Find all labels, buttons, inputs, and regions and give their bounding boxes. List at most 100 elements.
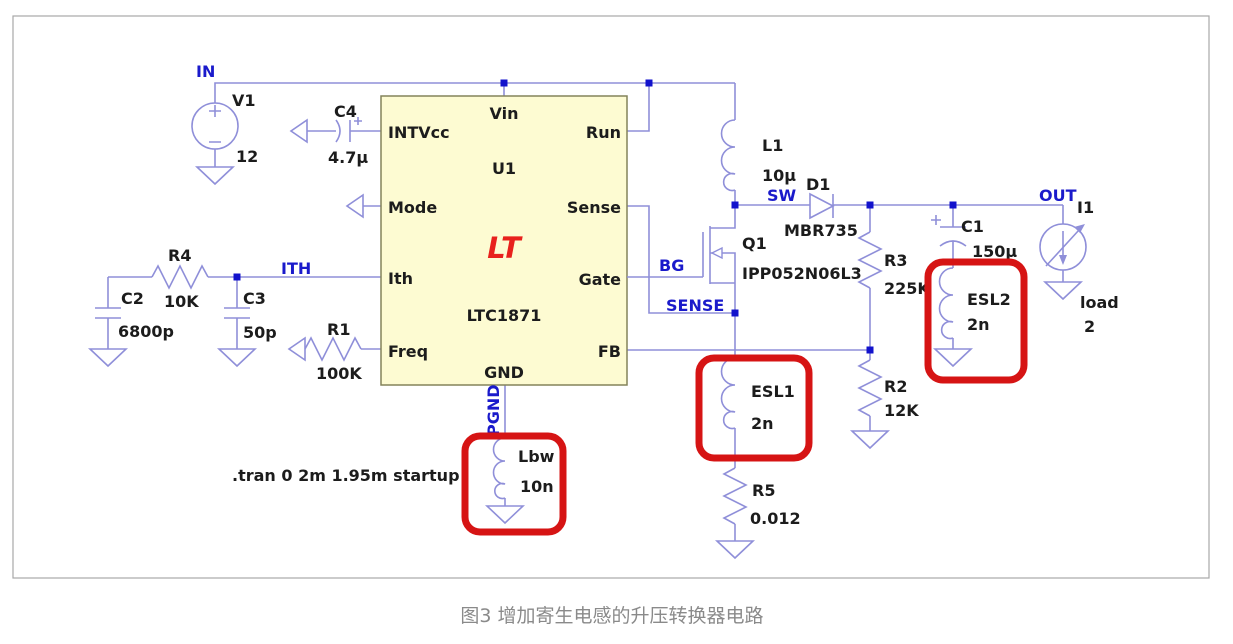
l1-refdes: L1 [762, 136, 783, 155]
c2-refdes: C2 [121, 289, 144, 308]
ground-icon [289, 118, 308, 144]
current-source-i1: OUT I1 load 2 [1039, 186, 1119, 336]
highlight-box-esl2 [924, 258, 1028, 384]
resistor-symbol [857, 359, 883, 417]
net-label-sw: SW [767, 186, 797, 205]
spice-directive: .tran 0 2m 1.95m startup [232, 466, 460, 485]
net-label-pgnd: PGND [484, 384, 503, 436]
i1-value-line2: 2 [1084, 317, 1095, 336]
net-label-ith: ITH [281, 259, 311, 278]
q1-refdes: Q1 [742, 234, 767, 253]
c4-refdes: C4 [334, 102, 357, 121]
c1-refdes: C1 [961, 217, 984, 236]
d1-refdes: D1 [806, 175, 830, 194]
highlight-box-esl1 [695, 354, 813, 462]
esl2-value: 2n [967, 315, 990, 334]
capacitor-c2: C2 6800p [87, 289, 174, 368]
net-label-sense: SENSE [666, 296, 724, 315]
wire-segments [107, 82, 1064, 541]
resistor-r5: R5 0.012 [714, 467, 801, 560]
ic-pin-ith: Ith [388, 269, 413, 288]
c1-value: 150µ [972, 242, 1017, 261]
ic-body [380, 95, 628, 386]
v1-value: 12 [236, 147, 258, 166]
cap-symbol [95, 307, 121, 319]
ic-pin-vin: Vin [490, 104, 519, 123]
ic-pin-gnd: GND [484, 363, 524, 382]
figure-caption: 图3 增加寄生电感的升压转换器电路 [460, 605, 763, 627]
current-arrowhead-icon [1059, 255, 1067, 265]
mosfet-q1: Q1 IPP052N06L3 [627, 205, 862, 313]
esl1-refdes: ESL1 [751, 382, 795, 401]
resistor-symbol [722, 467, 748, 525]
ground-icon [714, 540, 756, 560]
resistor-r2: R2 12K [849, 359, 919, 450]
d1-value: MBR735 [784, 221, 858, 240]
polarized-cap-symbol [335, 117, 362, 143]
c3-value: 50p [243, 323, 277, 342]
r4-refdes: R4 [168, 246, 191, 265]
polarity-marks [209, 105, 221, 143]
voltage-source-v1: V1 12 IN [191, 62, 258, 186]
inductor-symbol [938, 267, 954, 340]
inductor-esl1: ESL1 2n [720, 357, 795, 433]
net-label-out: OUT [1039, 186, 1077, 205]
r5-value: 0.012 [750, 509, 801, 528]
ic-pin-sense: Sense [567, 198, 621, 217]
wire-junctions [233, 79, 957, 354]
resistor-r4: R4 10K [151, 246, 209, 311]
diode-d1: D1 MBR735 [784, 175, 858, 240]
net-label-bg: BG [659, 256, 684, 275]
ic-part-number: LTC1871 [467, 306, 542, 325]
ic-pin-fb: FB [598, 342, 621, 361]
mode-ground-icon [345, 193, 364, 219]
q1-value: IPP052N06L3 [742, 264, 862, 283]
ic-u1-ltc1871: Vin INTVcc Run U1 Mode Sense LT Ith Gate… [380, 95, 628, 386]
v1-refdes: V1 [232, 91, 256, 110]
variable-arrowhead-icon [1074, 224, 1085, 233]
r2-value: 12K [884, 401, 919, 420]
variable-arrow-line [1045, 229, 1080, 267]
inductor-l1: L1 10µ [720, 119, 796, 192]
resistor-symbol [304, 336, 362, 362]
esl1-value: 2n [751, 414, 774, 433]
ic-pin-mode: Mode [388, 198, 437, 217]
voltage-source-symbol [191, 102, 239, 150]
r5-refdes: R5 [752, 481, 775, 500]
polarized-cap-symbol [931, 215, 967, 247]
capacitor-c3: C3 50p [216, 289, 277, 368]
ic-pin-gate: Gate [579, 270, 622, 289]
inductor-lbw: PGND Lbw 10n [484, 384, 555, 525]
inductor-symbol [492, 437, 506, 500]
ground-icon [932, 348, 974, 368]
ground-icon [194, 166, 236, 186]
c4-value: 4.7µ [328, 148, 368, 167]
diode-symbol [809, 192, 835, 220]
ic-pin-intvcc: INTVcc [388, 123, 450, 142]
nmos-symbol [702, 205, 736, 313]
lt-logo-icon: LT [487, 231, 523, 265]
ic-pin-run: Run [586, 123, 621, 142]
r4-value: 10K [164, 292, 199, 311]
r2-refdes: R2 [884, 377, 907, 396]
r3-value: 225K [884, 279, 930, 298]
ic-refdes: U1 [492, 159, 516, 178]
nmos-arrow-icon [710, 246, 723, 260]
ground-icon [1042, 281, 1084, 301]
lbw-refdes: Lbw [518, 447, 555, 466]
ground-icon [484, 505, 526, 525]
resistor-symbol [857, 231, 883, 289]
c3-refdes: C3 [243, 289, 266, 308]
c2-value: 6800p [118, 322, 174, 341]
r3-refdes: R3 [884, 251, 907, 270]
inductor-symbol [720, 119, 736, 192]
ic-pin-freq: Freq [388, 342, 428, 361]
ground-icon [216, 348, 258, 368]
capacitor-c1: C1 150µ [931, 215, 1017, 261]
i1-refdes: I1 [1077, 198, 1094, 217]
cap-symbol [224, 307, 250, 319]
highlight-box-lbw [461, 432, 567, 536]
r1-value: 100K [316, 364, 362, 383]
capacitor-c4: C4 4.7µ [289, 102, 368, 167]
inductor-symbol [720, 357, 736, 430]
